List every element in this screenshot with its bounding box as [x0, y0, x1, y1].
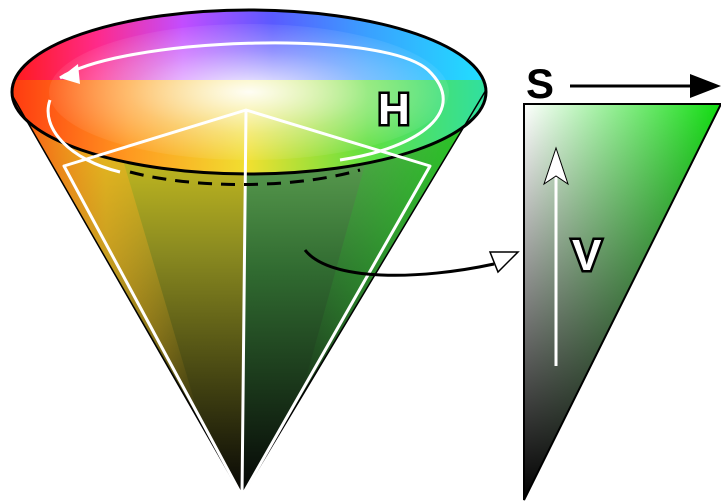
hue-label: H [378, 85, 410, 134]
hsv-cone: H [12, 10, 486, 496]
connector-arrow-head [490, 252, 518, 272]
saturation-arrow-head [690, 74, 721, 98]
value-label: V [572, 231, 602, 280]
saturation-axis: S [526, 60, 721, 107]
saturation-label: S [526, 60, 554, 107]
value-saturation-slice: V [524, 104, 721, 500]
